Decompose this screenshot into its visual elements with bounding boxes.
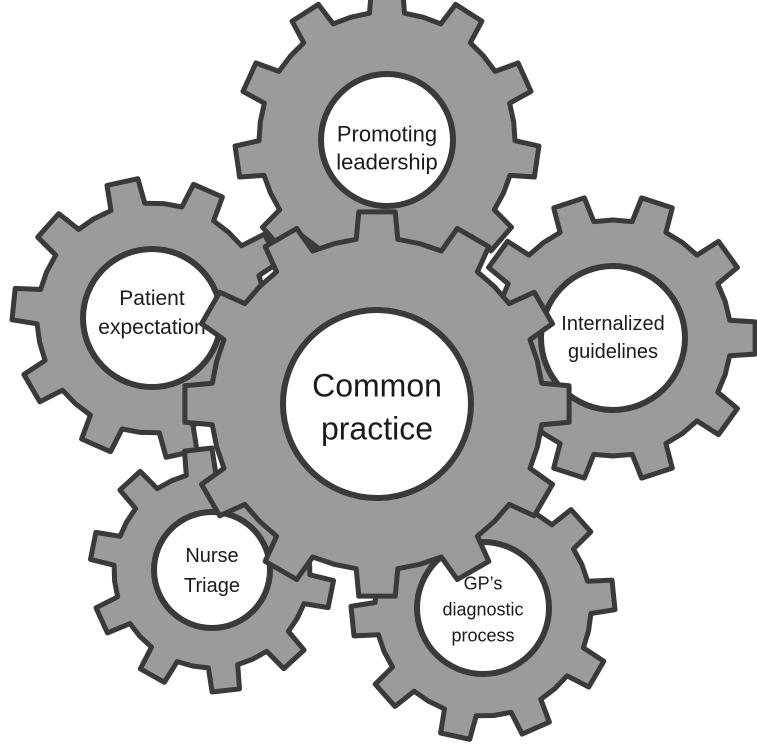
common-practice-gear: Common practice <box>182 209 572 599</box>
gps-diagnostic-process-label-line: process <box>451 625 514 645</box>
promoting-leadership-label-line: leadership <box>336 150 438 175</box>
internalized-guidelines-gear-hole <box>538 263 688 413</box>
internalized-guidelines-label-line: Internalized <box>561 313 664 335</box>
gps-diagnostic-process-label-line: GP’s <box>464 573 503 593</box>
nurse-triage-gear-hole <box>151 509 273 631</box>
common-practice-gear-hole <box>280 307 474 501</box>
promoting-leadership-gear-hole <box>318 71 456 209</box>
internalized-guidelines-label: Internalized guidelines <box>561 313 664 363</box>
nurse-triage-label-line: Triage <box>184 575 240 597</box>
patient-expectation-label-line: Patient <box>119 287 185 310</box>
gps-diagnostic-process-label-line: diagnostic <box>442 599 523 619</box>
internalized-guidelines-label-line: guidelines <box>568 341 658 363</box>
promoting-leadership-label: Promoting leadership <box>336 122 438 175</box>
common-practice-label-line: Common <box>312 368 442 404</box>
gps-diagnostic-process-label: GP’s diagnostic process <box>442 573 523 645</box>
promoting-leadership-label-line: Promoting <box>337 122 437 147</box>
common-practice-label-line: practice <box>321 411 433 447</box>
gps-diagnostic-process-gear-hole <box>414 539 552 677</box>
common-practice-label: Common practice <box>312 368 442 447</box>
patient-expectation-label-line: expectation <box>98 316 205 339</box>
promoting-leadership-gear: Promoting leadership <box>232 0 542 292</box>
nurse-triage-label-line: Nurse <box>185 545 238 567</box>
patient-expectation-label: Patient expectation <box>98 287 205 339</box>
